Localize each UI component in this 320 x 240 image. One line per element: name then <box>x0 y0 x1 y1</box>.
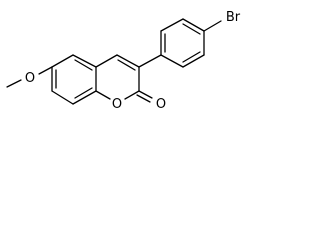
bond-o-c6 <box>38 66 53 75</box>
bond-c6-c5 <box>51 54 74 68</box>
bond-ar5-ar6 <box>182 54 205 68</box>
bond-c8a-c8 <box>72 90 97 105</box>
bond-methyl-o <box>6 79 22 88</box>
bond-c3-aryl <box>138 54 162 68</box>
bond-c2-o1 <box>124 90 140 100</box>
bond-c4-c3 <box>116 54 140 68</box>
bond-c2-carbonyl-a <box>138 90 153 99</box>
bond-inner-ar3-ar4 <box>182 23 201 35</box>
bond-c5-c4a <box>72 54 97 68</box>
bond-ar3-ar4 <box>182 18 205 32</box>
bond-c2-carbonyl-b <box>136 94 151 103</box>
bond-ar6-ar1 <box>160 54 184 68</box>
bond-c4a-c4 <box>95 54 118 68</box>
bond-inner-ar5-ar6 <box>182 51 201 63</box>
carbonyl-oxygen-label: O <box>156 97 166 112</box>
bond-inner-c5-c4a <box>74 59 93 71</box>
bromine-label: Br <box>226 10 241 25</box>
bond-ar2-ar3 <box>160 18 184 32</box>
bond-c8-c7 <box>51 90 74 105</box>
ring-oxygen-label: O <box>112 97 122 112</box>
bond-inner-c4-c3 <box>117 59 136 71</box>
bond-ar4-br <box>203 20 222 32</box>
bond-o1-c8a <box>95 90 111 100</box>
methoxy-oxygen-label: O <box>25 71 35 86</box>
bond-inner-c8a-c8 <box>74 87 93 99</box>
structure-diagram: O O O Br <box>6 10 241 112</box>
